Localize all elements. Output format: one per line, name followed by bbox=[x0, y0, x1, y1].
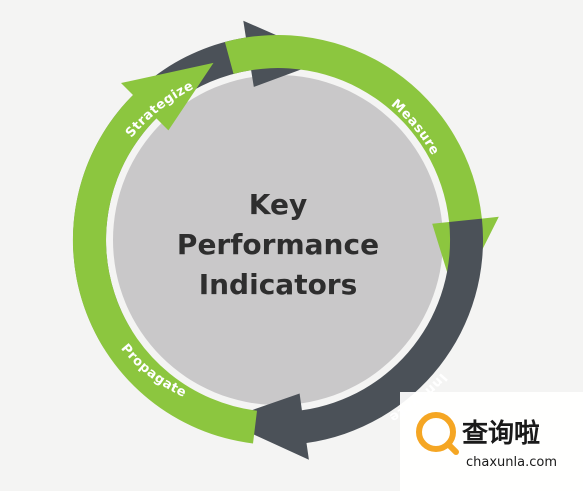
center-circle bbox=[113, 75, 443, 405]
center-title-line-2: Performance bbox=[177, 228, 379, 261]
watermark-url-text: chaxunla.com bbox=[466, 455, 557, 470]
center-title-line-3: Indicators bbox=[199, 268, 358, 301]
watermark: 查询啦 chaxunla.com bbox=[400, 392, 583, 491]
watermark-magnifier-icon bbox=[416, 412, 459, 455]
measure-arrow bbox=[224, 34, 499, 302]
propagate-arrow bbox=[72, 62, 258, 444]
watermark-background bbox=[400, 392, 583, 491]
center-title-line-1: Key bbox=[249, 188, 307, 221]
watermark-chinese-text: 查询啦 bbox=[462, 418, 540, 449]
innovate-arrow bbox=[222, 218, 484, 460]
